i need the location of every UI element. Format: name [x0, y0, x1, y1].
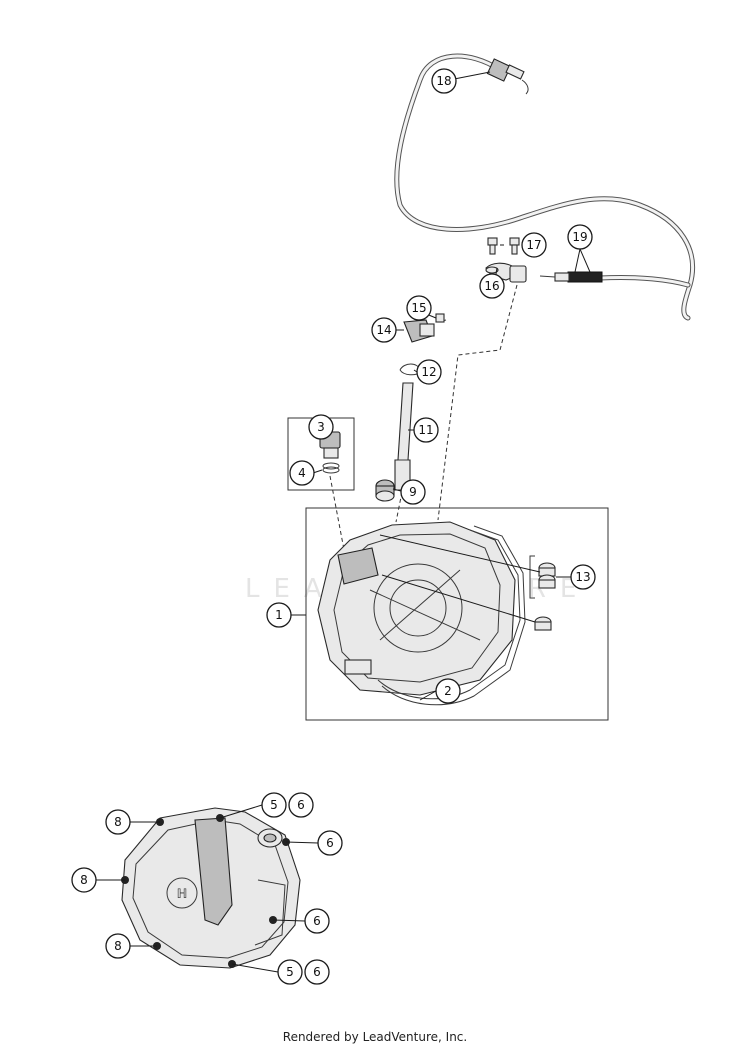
- callout-label: 13: [575, 570, 590, 584]
- callout-8-bottom: 8: [105, 933, 131, 959]
- clutch-cover-1: [317, 521, 516, 696]
- callout-label: 6: [297, 798, 305, 812]
- callout-6-right: 6: [317, 830, 343, 856]
- callout-label: 8: [114, 939, 122, 953]
- callout-label: 19: [572, 230, 587, 244]
- callout-label: 6: [313, 914, 321, 928]
- callout-6-top: 6: [288, 792, 314, 818]
- outer-clutch-cover: ℍ: [121, 807, 301, 969]
- callout-label: 2: [444, 684, 452, 698]
- callout-6-bottom: 6: [304, 959, 330, 985]
- callout-label: 17: [526, 238, 541, 252]
- callout-13: 13: [570, 564, 596, 590]
- callout-6-mid: 6: [304, 908, 330, 934]
- callout-label: 1: [275, 608, 283, 622]
- callout-label: 15: [411, 301, 426, 315]
- callout-label: 8: [80, 873, 88, 887]
- callout-1: 1: [266, 602, 292, 628]
- bushing-13: [529, 555, 556, 631]
- callout-12: 12: [416, 359, 442, 385]
- husqvarna-logo-icon: ℍ: [176, 887, 187, 902]
- callout-19: 19: [567, 224, 593, 250]
- callout-label: 6: [313, 965, 321, 979]
- callout-label: 5: [286, 965, 294, 979]
- clutch-lever-16: [485, 262, 527, 283]
- cover-group-box: [305, 507, 609, 721]
- callout-15: 15: [406, 295, 432, 321]
- credit-footer: Rendered by LeadVenture, Inc.: [282, 1030, 468, 1044]
- callout-17: 17: [521, 232, 547, 258]
- callout-label: 3: [317, 420, 325, 434]
- callout-label: 16: [484, 279, 499, 293]
- clutch-cable: [394, 53, 696, 321]
- callout-14: 14: [371, 317, 397, 343]
- callout-5-bottom: 5: [277, 959, 303, 985]
- callout-label: 5: [270, 798, 278, 812]
- callout-5-top: 5: [261, 792, 287, 818]
- callout-label: 8: [114, 815, 122, 829]
- callout-9: 9: [400, 479, 426, 505]
- callout-8-mid: 8: [71, 867, 97, 893]
- callout-8-top: 8: [105, 809, 131, 835]
- callout-4: 4: [289, 460, 315, 486]
- callout-label: 4: [298, 466, 306, 480]
- bolt-17: [487, 237, 520, 255]
- callout-3: 3: [308, 414, 334, 440]
- seal-9: [375, 479, 395, 502]
- callout-label: 18: [436, 74, 451, 88]
- callout-2: 2: [435, 678, 461, 704]
- callout-16: 16: [479, 273, 505, 299]
- callout-label: 11: [418, 423, 433, 437]
- callout-18: 18: [431, 68, 457, 94]
- callout-11: 11: [413, 417, 439, 443]
- callout-label: 9: [409, 485, 417, 499]
- callout-label: 12: [421, 365, 436, 379]
- callout-label: 6: [326, 836, 334, 850]
- callout-label: 14: [376, 323, 391, 337]
- shaft-11: [394, 382, 414, 523]
